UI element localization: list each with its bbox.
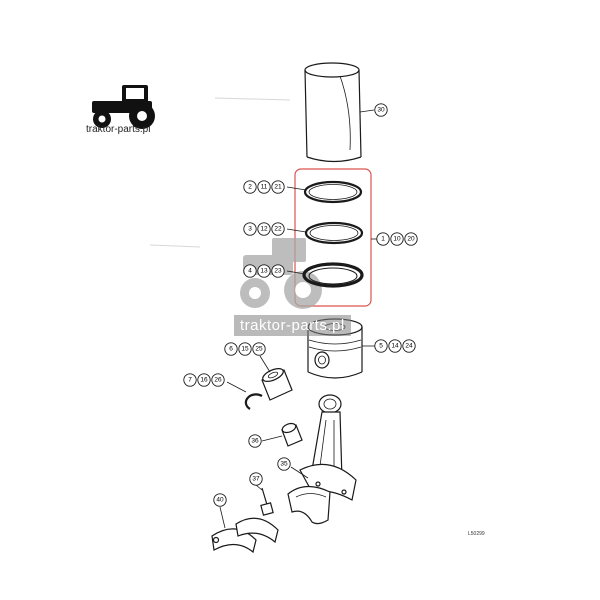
callout-circle [248, 434, 262, 448]
callout-ring_mid-12: 12 [257, 222, 271, 236]
callout-number: 5 [379, 343, 383, 350]
callout-number: 35 [280, 461, 288, 468]
callout-circle [183, 373, 197, 387]
callout-circle [374, 339, 388, 353]
rod-cap [287, 485, 331, 525]
callout-circle [271, 264, 285, 278]
rod-bolt [260, 487, 274, 516]
callout-number: 26 [214, 377, 222, 384]
callout-ring_bot-13: 13 [257, 264, 271, 278]
piston-ring-middle [304, 221, 364, 245]
callout-number: 2 [248, 184, 252, 191]
callout-circle [388, 339, 402, 353]
callout-number: 4 [248, 268, 252, 275]
callout-circle [252, 342, 266, 356]
callout-circle [374, 103, 388, 117]
callout-piston-14: 14 [388, 339, 402, 353]
callout-piston-24: 24 [402, 339, 416, 353]
callout-number: 22 [274, 226, 282, 233]
callout-number: 6 [229, 346, 233, 353]
circlip [244, 393, 263, 410]
callout-circlip-7: 7 [183, 373, 197, 387]
callout-number: 7 [188, 377, 192, 384]
callout-number: 1 [381, 236, 385, 243]
callout-circle [197, 373, 211, 387]
callout-rod-35: 35 [277, 457, 291, 471]
callout-number: 25 [255, 346, 263, 353]
callout-circle [271, 180, 285, 194]
callout-number: 30 [377, 107, 385, 114]
callout-bushing-36: 36 [248, 434, 262, 448]
callout-ring_top-21: 21 [271, 180, 285, 194]
connecting-rod [299, 394, 357, 501]
callout-number: 40 [216, 497, 224, 504]
callout-number: 13 [260, 268, 268, 275]
callout-pin-15: 15 [238, 342, 252, 356]
callout-ring_bot-23: 23 [271, 264, 285, 278]
callout-number: 23 [274, 268, 282, 275]
callout-ring_bot-4: 4 [243, 264, 257, 278]
callout-circle [376, 232, 390, 246]
callout-circlip-16: 16 [197, 373, 211, 387]
callout-number: 36 [251, 438, 259, 445]
callout-circlip-26: 26 [211, 373, 225, 387]
callout-number: 12 [260, 226, 268, 233]
callout-circle [243, 222, 257, 236]
piston-ring-bottom [302, 262, 364, 288]
callout-pin-6: 6 [224, 342, 238, 356]
callout-number: 37 [252, 476, 260, 483]
callout-circle [277, 457, 291, 471]
callout-circle [243, 180, 257, 194]
callout-labels: 30 2 11 21 3 12 22 4 13 23 1 10 20 5 14 24 6 15 25 7 16 26 36 3… [183, 103, 418, 507]
callout-ring_mid-22: 22 [271, 222, 285, 236]
callout-bearing-40: 40 [213, 493, 227, 507]
callout-number: 20 [407, 236, 415, 243]
callout-number: 24 [405, 343, 413, 350]
callout-circle [390, 232, 404, 246]
callout-number: 15 [241, 346, 249, 353]
callout-number: 10 [393, 236, 401, 243]
callout-ring_top-11: 11 [257, 180, 271, 194]
callout-liner-30: 30 [374, 103, 388, 117]
callout-ring_set-20: 20 [404, 232, 418, 246]
watermark-text: traktor-parts.pl [234, 315, 351, 336]
callout-pin-25: 25 [252, 342, 266, 356]
callout-piston-5: 5 [374, 339, 388, 353]
ring-set-box [294, 168, 372, 307]
callout-number: 14 [391, 343, 399, 350]
cylinder-liner [304, 62, 362, 163]
callout-number: 3 [248, 226, 252, 233]
callout-bolt-37: 37 [249, 472, 263, 486]
callout-ring_set-1: 1 [376, 232, 390, 246]
bearing-shells [211, 517, 279, 554]
callout-ring_mid-3: 3 [243, 222, 257, 236]
logo-text: traktor-parts.pl [86, 124, 151, 135]
callout-circle [211, 373, 225, 387]
piston-ring-top [303, 180, 363, 204]
callout-circle [257, 264, 271, 278]
callout-circle [249, 472, 263, 486]
callout-circle [404, 232, 418, 246]
callout-circle [238, 342, 252, 356]
callout-ring_top-2: 2 [243, 180, 257, 194]
callout-number: 11 [261, 184, 268, 191]
callout-number: 16 [200, 377, 208, 384]
callout-circle [224, 342, 238, 356]
leader-lines [219, 109, 378, 529]
rod-bushing [281, 422, 303, 447]
piston-pin [261, 368, 293, 401]
callout-circle [243, 264, 257, 278]
callout-number: 21 [274, 184, 282, 191]
callout-circle [257, 180, 271, 194]
callout-circle [402, 339, 416, 353]
callout-circle [257, 222, 271, 236]
tractor-icon [92, 85, 155, 129]
faint-marks [149, 97, 291, 248]
callout-ring_set-10: 10 [390, 232, 404, 246]
callout-circle [271, 222, 285, 236]
callout-circle [213, 493, 227, 507]
drawing-code: L50299 [468, 531, 485, 537]
